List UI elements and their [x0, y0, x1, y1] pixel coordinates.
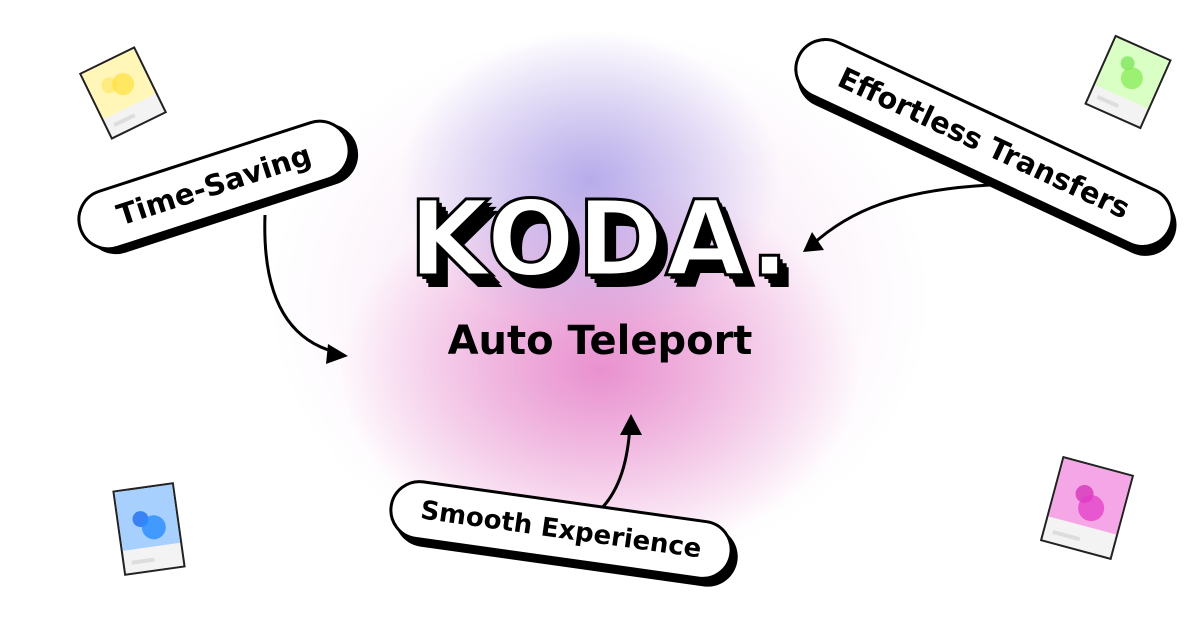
arrowhead-icon — [803, 232, 824, 252]
arrow-smooth — [598, 424, 632, 512]
koda-logo: KODA. — [407, 177, 792, 302]
product-subtitle: Auto Teleport — [447, 318, 753, 364]
arrow-effortless — [810, 183, 991, 247]
arrowhead-icon — [620, 414, 642, 435]
photo-card-blue-icon — [112, 482, 186, 576]
arrowhead-icon — [326, 344, 348, 364]
arrow-time-saving — [263, 214, 336, 354]
